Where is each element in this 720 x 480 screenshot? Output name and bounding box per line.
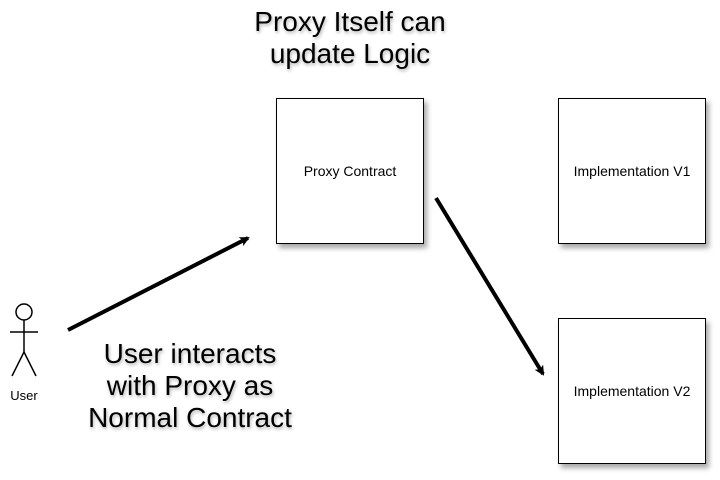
user-interaction-annotation: User interacts with Proxy as Normal Cont… — [70, 338, 310, 434]
implementation-v1-label: Implementation V1 — [573, 163, 691, 179]
proxy-contract-label: Proxy Contract — [303, 163, 397, 179]
implementation-v2-label: Implementation V2 — [573, 383, 691, 399]
annotation-line: update Logic — [269, 38, 431, 69]
annotation-line: Proxy Itself can — [254, 6, 446, 37]
implementation-v2-box: Implementation V2 — [558, 318, 706, 464]
annotation-line: User interacts — [103, 338, 277, 369]
proxy-to-v2-arrow — [434, 196, 545, 376]
proxy-contract-box: Proxy Contract — [276, 98, 424, 244]
user-to-proxy-arrow — [67, 236, 250, 332]
implementation-v1-box: Implementation V1 — [558, 98, 706, 244]
annotation-line: Normal Contract — [88, 402, 292, 433]
annotation-line: with Proxy as — [106, 370, 274, 401]
stick-figure-icon — [10, 303, 38, 377]
proxy-update-annotation: Proxy Itself can update Logic — [220, 6, 480, 70]
user-label: User — [10, 388, 38, 403]
